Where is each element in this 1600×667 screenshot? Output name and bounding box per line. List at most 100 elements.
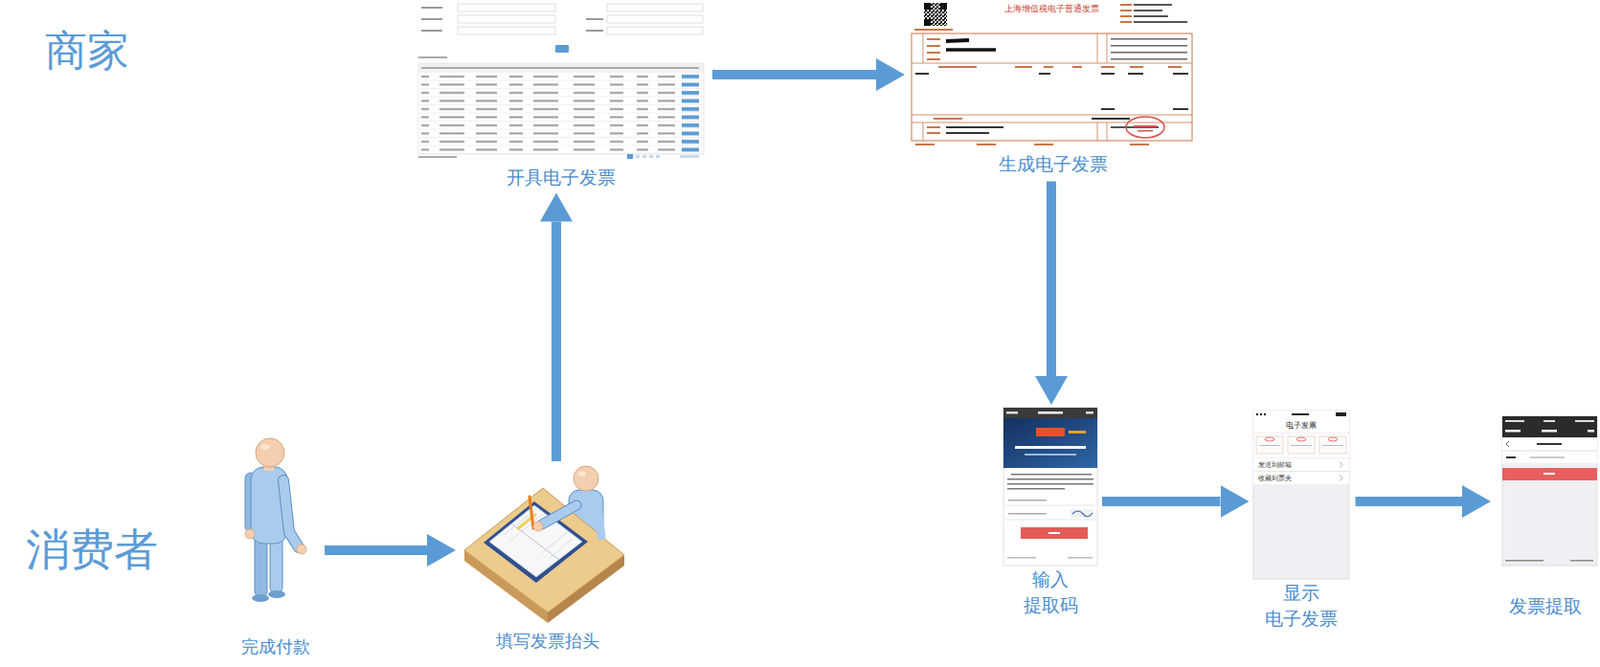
e-invoice-image-part — [923, 122, 924, 141]
screen-text: 上海增值税电子普通发票 — [1004, 3, 1100, 15]
customer-figure-part — [283, 480, 299, 548]
e-invoice-image — [911, 2, 1193, 146]
admin-table-screenshot-part — [457, 15, 556, 23]
phone-screen-invoice-view-part — [1328, 437, 1338, 442]
admin-table-screenshot-part — [607, 15, 703, 23]
phone-screen-invoice-view-part — [1319, 436, 1347, 454]
phone-screen-email-send — [1502, 416, 1598, 566]
phone-screen-code-entry-part — [1006, 411, 1018, 415]
phone-screen-invoice-view-part — [1263, 413, 1266, 416]
phone-screen-invoice-view-part — [1259, 445, 1281, 447]
phone-screen-email-send-part — [1536, 443, 1562, 446]
phone-screen-code-entry-part — [1011, 473, 1092, 476]
e-invoice-image-part — [976, 143, 996, 146]
phone-screen-code-entry-part — [1003, 407, 1098, 566]
admin-table-screenshot-part — [585, 29, 604, 32]
e-invoice-image-part — [1110, 51, 1188, 54]
phone-screen-code-entry-part — [1003, 407, 1098, 419]
step-node: 发票提取 — [1493, 416, 1597, 620]
e-invoice-image-part — [1172, 108, 1189, 111]
phone-screen-invoice-view-part — [1256, 436, 1284, 454]
e-invoice-image-part — [1133, 3, 1172, 6]
screen-text: 收藏到票夹 — [1258, 473, 1292, 482]
lane-label: 商家 — [45, 25, 130, 77]
customer-figure-part — [251, 594, 270, 603]
e-invoice-image-part — [1133, 9, 1163, 12]
step-node: 生成电子发票 — [907, 0, 1198, 178]
phone-screen-code-entry-part — [1085, 411, 1094, 415]
e-invoice-image-part — [1110, 38, 1188, 41]
admin-table-screenshot-part — [421, 67, 699, 69]
e-invoice-image-part — [1091, 117, 1130, 120]
writing-figure-at-desk-part — [573, 466, 599, 492]
phone-screen-code-entry-part — [1007, 478, 1094, 481]
e-invoice-image-part — [933, 117, 963, 120]
e-invoice-image-part — [926, 51, 941, 54]
e-invoice-image-part — [1097, 122, 1099, 141]
phone-screen-code-entry-part — [1007, 557, 1037, 560]
admin-table-screenshot — [418, 3, 704, 159]
phone-screen-code-entry-part — [1008, 499, 1047, 502]
step-caption: 显示 电子发票 — [1256, 580, 1348, 631]
e-invoice-image-part — [926, 126, 941, 129]
e-invoice-image-part — [1126, 116, 1165, 138]
e-invoice-image-part — [1014, 66, 1033, 68]
phone-screen-invoice-view-part — [1322, 445, 1344, 447]
phone-screen-code-entry-part — [1005, 505, 1096, 507]
writing-figure-at-desk-part — [541, 531, 569, 554]
phone-screen-code-entry-part — [1036, 428, 1065, 437]
e-invoice-image-part — [1137, 130, 1153, 133]
e-invoice-image-part — [923, 33, 924, 64]
admin-table-screenshot-part — [627, 154, 633, 159]
step-caption: 发票提取 — [1493, 593, 1597, 620]
phone-screen-invoice-view-part — [1253, 472, 1350, 485]
admin-table-screenshot-part — [421, 18, 443, 21]
phone-screen-invoice-view-part — [1253, 410, 1350, 420]
e-invoice-image-part — [1106, 122, 1108, 141]
phone-screen-code-entry-part — [1048, 532, 1060, 535]
e-invoice-image-part — [938, 66, 977, 68]
customer-figure-part — [260, 444, 271, 451]
phone-screen-email-send-part — [1543, 420, 1555, 423]
phone-screen-code-entry-part — [1067, 557, 1093, 560]
admin-table-screenshot-part — [421, 6, 443, 9]
phone-screen-email-send-part — [1502, 438, 1598, 451]
e-invoice-image-part — [926, 58, 941, 61]
e-invoice-image-part — [915, 143, 935, 146]
customer-figure-part — [283, 480, 299, 548]
phone-screen-email-send-part — [1530, 456, 1565, 459]
e-invoice-image-part — [926, 45, 941, 47]
admin-table-screenshot-part — [607, 26, 703, 35]
flow-arrow — [324, 545, 428, 556]
phone-screen-invoice-view — [1253, 410, 1350, 580]
e-invoice-image-part — [946, 40, 970, 42]
phone-screen-code-entry-part — [1005, 519, 1096, 521]
admin-table-screenshot-part — [642, 155, 647, 158]
step-node: 输入 提取码 — [1003, 407, 1098, 618]
e-invoice-image-part — [946, 126, 1004, 129]
e-invoice-image-part — [946, 47, 996, 52]
phone-screen-invoice-view-part — [1296, 437, 1307, 442]
phone-screen-invoice-view-part — [1287, 436, 1315, 454]
e-invoice-image-part — [1101, 72, 1115, 75]
writing-figure-at-desk-part — [529, 496, 534, 529]
admin-table-screenshot-part — [418, 72, 704, 155]
phone-screen-code-entry-part — [1008, 513, 1047, 516]
e-invoice-image-part — [1133, 15, 1169, 18]
flow-arrow — [1046, 181, 1057, 377]
admin-table-screenshot-part — [585, 18, 604, 21]
phone-screen-email-send-part — [1570, 560, 1594, 563]
writing-figure-at-desk-part — [541, 505, 577, 525]
e-invoice-image-part — [1038, 72, 1051, 75]
e-invoice-image-part — [1129, 143, 1150, 146]
admin-table-screenshot-part — [418, 63, 704, 155]
phone-screen-invoice-view-part — [1257, 471, 1350, 473]
admin-table-screenshot-part — [607, 3, 703, 12]
e-invoice-image-part — [914, 28, 953, 31]
screen-text: 发送到邮箱 — [1258, 460, 1292, 469]
step-node: 显示 电子发票 — [1252, 410, 1352, 631]
admin-table-screenshot-part — [649, 155, 654, 158]
customer-figure-part — [296, 544, 307, 555]
